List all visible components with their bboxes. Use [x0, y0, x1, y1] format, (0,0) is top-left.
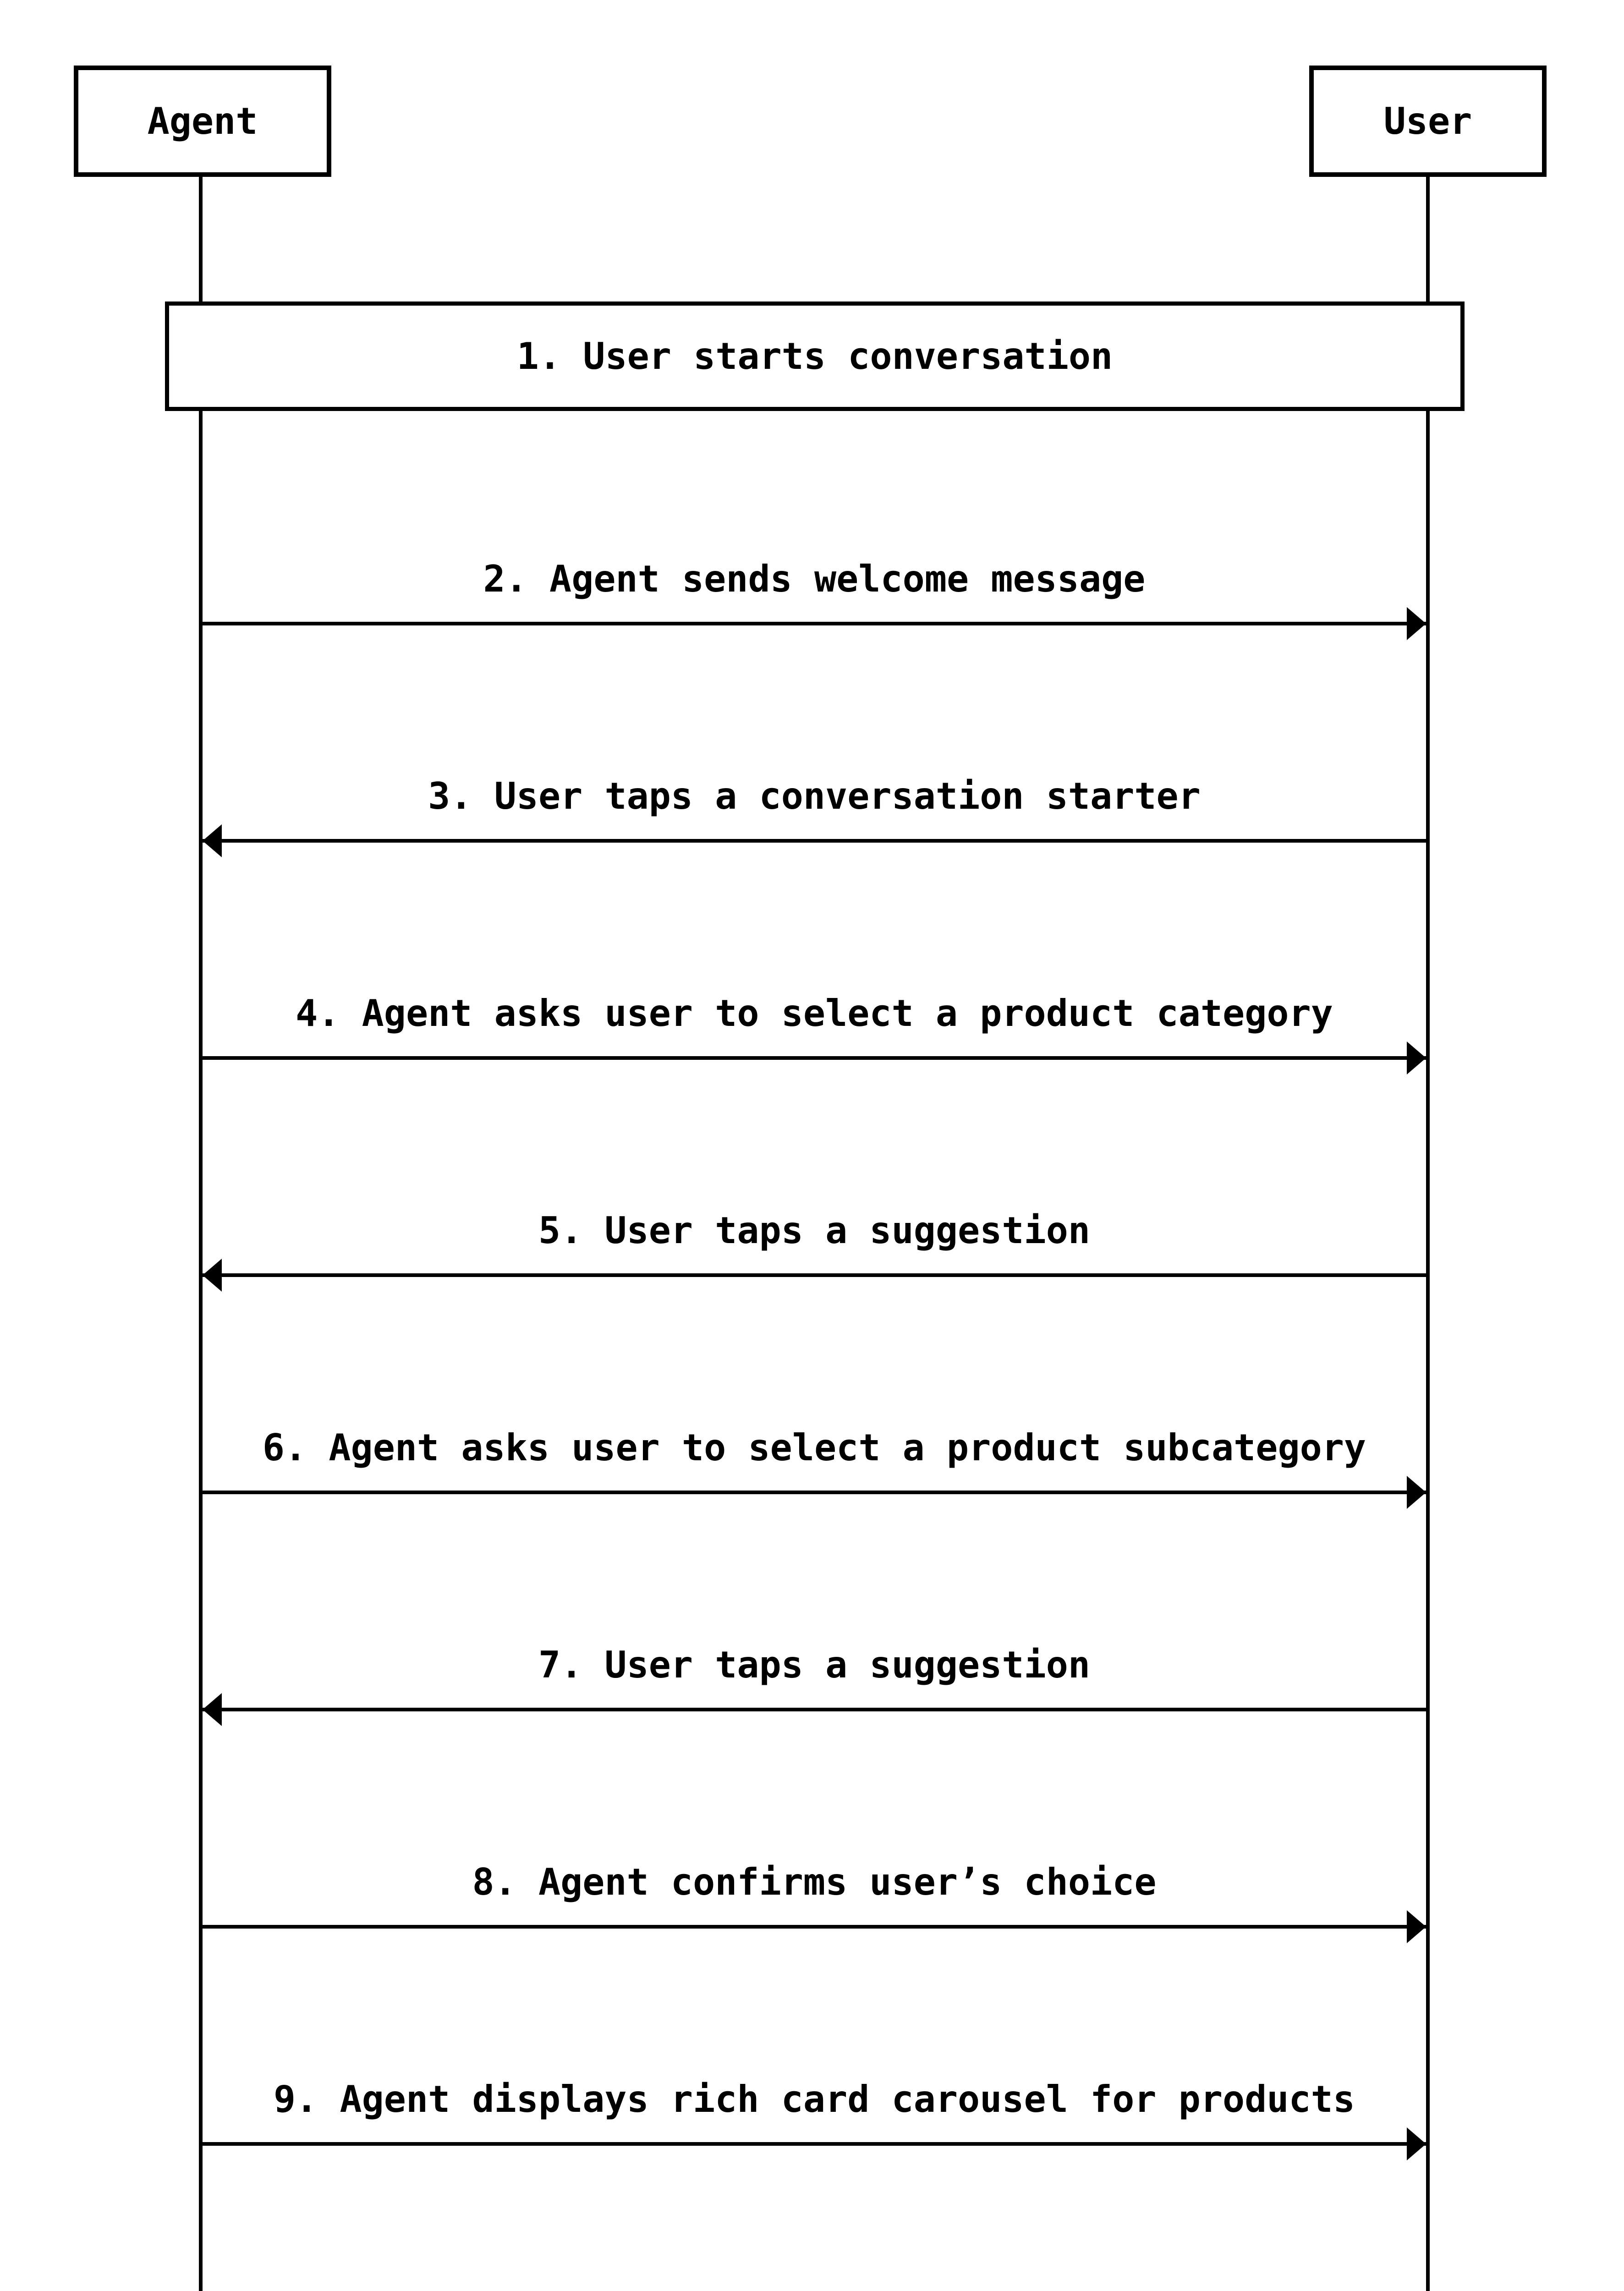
actor-label-user: User — [1383, 100, 1472, 143]
arrowhead-left-icon — [203, 1259, 222, 1292]
message-line — [203, 1925, 1426, 1929]
arrowhead-right-icon — [1407, 1041, 1426, 1074]
message-line — [203, 839, 1426, 843]
message-label: 2. Agent sends welcome message — [483, 558, 1146, 600]
message-line — [203, 1708, 1426, 1711]
arrowhead-right-icon — [1407, 1476, 1426, 1509]
actor-box-user-top: User — [1309, 66, 1547, 177]
arrowhead-right-icon — [1407, 1910, 1426, 1943]
user-lifeline — [1426, 177, 1430, 2291]
message-line — [203, 1491, 1426, 1494]
message-line — [203, 1056, 1426, 1060]
actor-label-agent: Agent — [147, 100, 258, 143]
message-label: 8. Agent confirms user’s choice — [472, 1861, 1157, 1903]
arrowhead-right-icon — [1407, 2127, 1426, 2160]
message-label: 5. User taps a suggestion — [538, 1209, 1091, 1252]
message-label: 9. Agent displays rich card carousel for… — [273, 2078, 1355, 2121]
actor-box-agent-top: Agent — [74, 66, 331, 177]
arrowhead-right-icon — [1407, 607, 1426, 640]
message-label: 4. Agent asks user to select a product c… — [296, 992, 1333, 1035]
message-line — [203, 1273, 1426, 1277]
message-line — [203, 622, 1426, 625]
arrowhead-left-icon — [203, 824, 222, 857]
note-over-actors: 1. User starts conversation — [165, 301, 1465, 411]
arrowhead-left-icon — [203, 1693, 222, 1726]
note-text: 1. User starts conversation — [516, 335, 1113, 378]
message-line — [203, 2142, 1426, 2146]
agent-lifeline — [199, 177, 203, 2291]
message-label: 7. User taps a suggestion — [538, 1644, 1091, 1686]
message-label: 6. Agent asks user to select a product s… — [262, 1426, 1366, 1469]
message-label: 3. User taps a conversation starter — [428, 775, 1201, 817]
